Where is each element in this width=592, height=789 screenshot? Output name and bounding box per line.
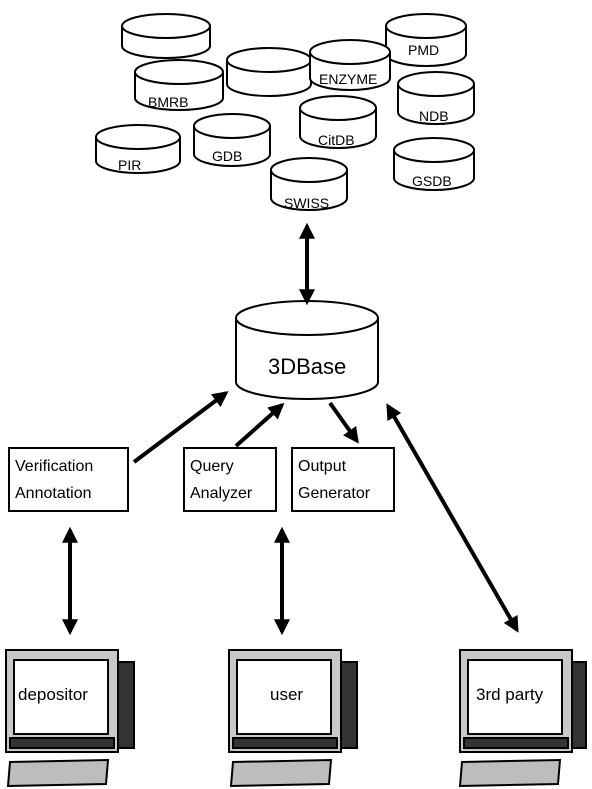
- central-database-3dbase: 3DBase: [235, 300, 379, 400]
- database-label: ENZYME: [319, 71, 377, 87]
- central-database-label: 3DBase: [268, 354, 346, 379]
- database-label: BMRB: [148, 94, 188, 110]
- verification-annotation-box: Verification Annotation: [8, 447, 129, 512]
- database-label: NDB: [419, 108, 449, 124]
- database-swiss: SWISS: [270, 157, 348, 211]
- database-ndb: NDB: [397, 71, 475, 125]
- generator-label: Generator: [298, 485, 371, 502]
- arrow-3dbase-to-output: [328, 401, 359, 444]
- arrow-query-to-3dbase: [234, 402, 285, 448]
- database-label: GDB: [212, 148, 242, 164]
- database-citdb: CitDB: [299, 95, 377, 149]
- database-pmd: PMD: [385, 13, 467, 67]
- query-label: Query: [190, 458, 234, 475]
- external-databases: PMD ENZYME BMRB NDB CitDB: [95, 13, 475, 211]
- analyzer-label: Analyzer: [190, 485, 253, 502]
- database-label: GSDB: [412, 173, 452, 189]
- database-cylinder-unlabeled-2: [226, 47, 312, 97]
- terminal-depositor: depositor: [5, 649, 135, 788]
- query-analyzer-box: Query Analyzer: [183, 447, 277, 512]
- terminal-label: 3rd party: [476, 685, 544, 704]
- database-label: CitDB: [318, 132, 355, 148]
- connectors: [62, 222, 519, 636]
- database-label: PIR: [118, 157, 141, 173]
- verification-label: Verification: [15, 458, 93, 475]
- terminal-third-party: 3rd party: [458, 649, 587, 788]
- terminal-user: user: [228, 649, 358, 788]
- database-bmrb: BMRB: [134, 59, 224, 111]
- annotation-label: Annotation: [15, 485, 92, 502]
- terminal-label: depositor: [18, 685, 88, 704]
- database-label: SWISS: [284, 195, 329, 211]
- terminal-label: user: [270, 685, 303, 704]
- database-cylinder-unlabeled-1: [121, 13, 211, 59]
- database-enzyme: ENZYME: [309, 39, 391, 91]
- database-label: PMD: [408, 42, 439, 58]
- arrow-verification-to-3dbase: [132, 391, 229, 464]
- database-gdb: GDB: [193, 113, 271, 167]
- database-gsdb: GSDB: [393, 137, 475, 191]
- output-label: Output: [298, 458, 347, 475]
- arrow-3dbase-to-third-party: [386, 403, 519, 633]
- database-pir: PIR: [95, 124, 181, 174]
- output-generator-box: Output Generator: [291, 447, 395, 512]
